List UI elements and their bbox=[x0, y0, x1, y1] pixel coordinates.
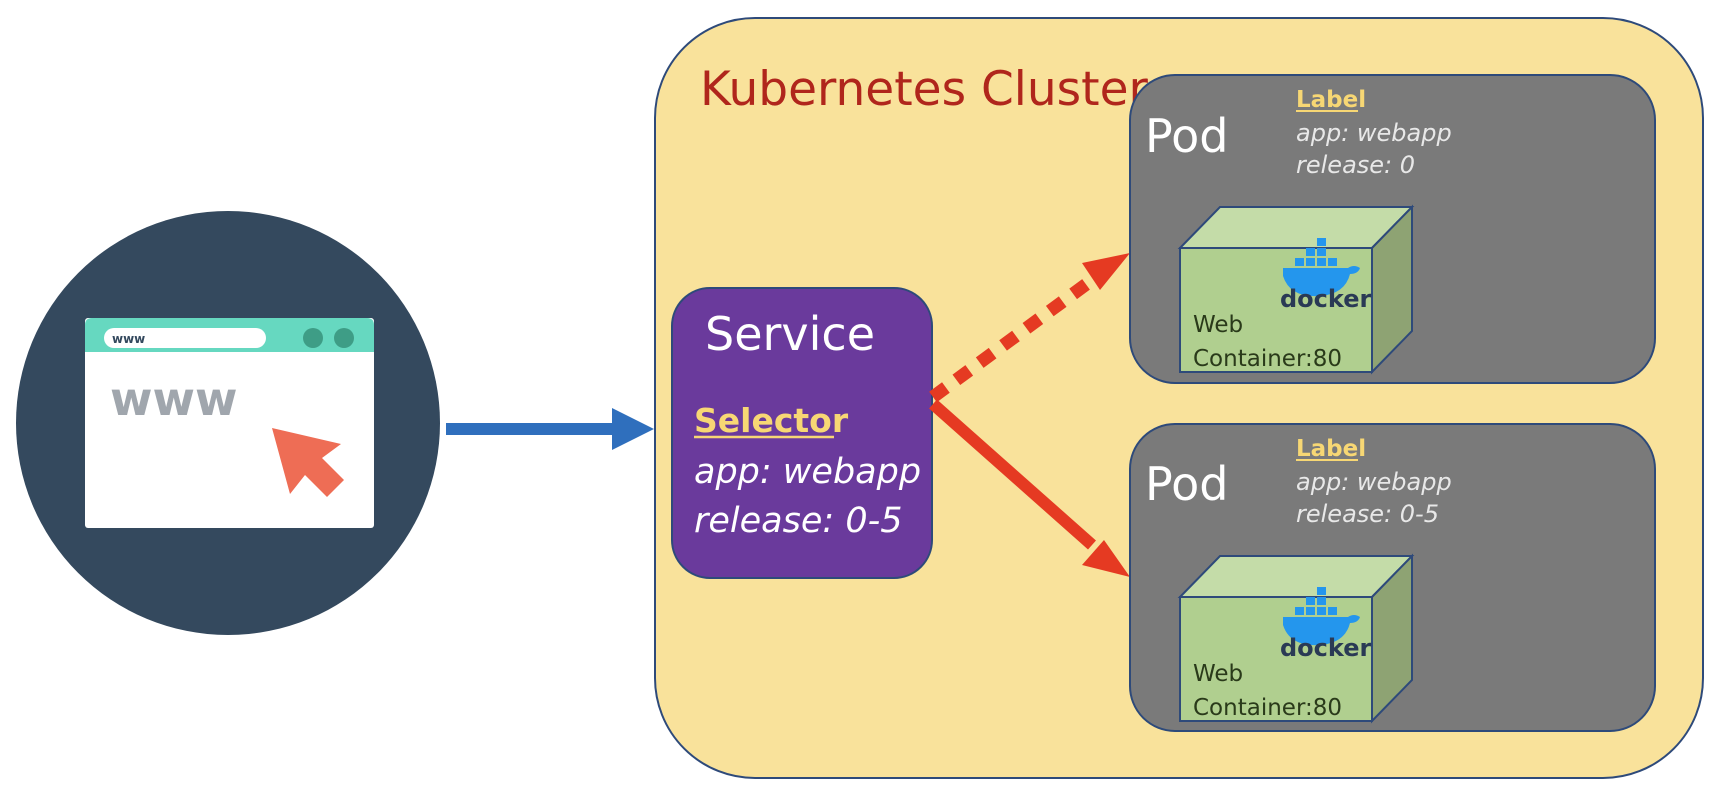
pod-1-label-app: app: webapp bbox=[1296, 119, 1452, 147]
selector-line-app: app: webapp bbox=[694, 452, 921, 492]
browser-page-text: www bbox=[110, 372, 238, 426]
pod-1-label-heading: Label bbox=[1296, 87, 1366, 113]
pod-2-docker-text: docker bbox=[1280, 634, 1371, 662]
pod-1-label-release: release: 0 bbox=[1296, 151, 1415, 179]
service-to-pod1-arrow bbox=[929, 253, 1130, 403]
client-to-service-arrow bbox=[446, 408, 654, 450]
pod-1-title: Pod bbox=[1145, 109, 1228, 163]
service-title: Service bbox=[705, 307, 875, 361]
pod-2-container-line-2: Container:80 bbox=[1193, 695, 1342, 721]
pod-1-container: docker Web Container:80 bbox=[1177, 204, 1415, 375]
web-client-icon: www www bbox=[16, 211, 440, 635]
service-to-pod2-arrow bbox=[929, 399, 1130, 577]
pod-2-container-line-1: Web bbox=[1193, 661, 1243, 687]
pod-2-label-app: app: webapp bbox=[1296, 468, 1452, 496]
pod-1: Pod Label app: webapp release: 0 docker … bbox=[1129, 74, 1656, 384]
browser-dot-2 bbox=[334, 328, 354, 348]
pod-1-container-line-1: Web bbox=[1193, 312, 1243, 338]
pod-2-label-heading: Label bbox=[1296, 436, 1366, 462]
browser-address-text: www bbox=[112, 332, 145, 346]
pod-2-label-release: release: 0-5 bbox=[1296, 500, 1439, 528]
docker-icon bbox=[1283, 238, 1360, 297]
service-box: Service Selector app: webapp release: 0-… bbox=[671, 287, 933, 579]
pod-2-container: docker Web Container:80 bbox=[1177, 553, 1415, 724]
pod-1-docker-text: docker bbox=[1280, 285, 1371, 313]
selector-heading: Selector bbox=[694, 401, 849, 440]
pod-2: Pod Label app: webapp release: 0-5 docke… bbox=[1129, 423, 1656, 732]
cursor-icon bbox=[272, 428, 344, 497]
pod-2-title: Pod bbox=[1145, 457, 1228, 511]
selector-line-release: release: 0-5 bbox=[694, 501, 902, 541]
browser-dot-1 bbox=[303, 328, 323, 348]
browser-address-bar bbox=[104, 328, 266, 348]
cluster-title: Kubernetes Cluster bbox=[700, 62, 1148, 117]
docker-icon bbox=[1283, 587, 1360, 646]
pod-1-container-line-2: Container:80 bbox=[1193, 346, 1342, 372]
